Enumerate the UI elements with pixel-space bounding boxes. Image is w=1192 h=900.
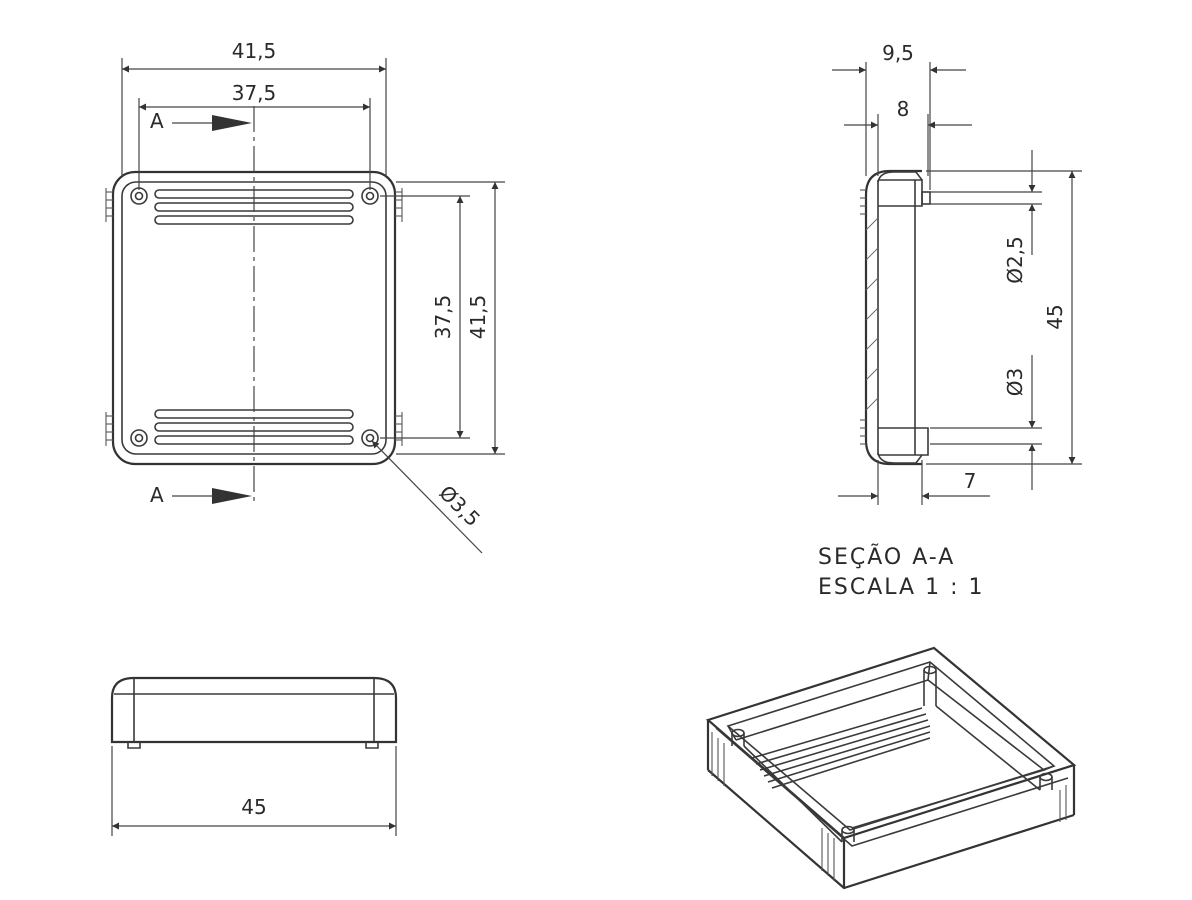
dim-section-bottom: 7 — [838, 460, 990, 505]
svg-text:8: 8 — [897, 97, 910, 121]
dim-section-hole-large: Ø3 — [930, 355, 1042, 490]
svg-text:45: 45 — [1043, 304, 1067, 329]
corner-holes — [130, 187, 379, 447]
hole-bottom-right — [361, 429, 379, 447]
svg-text:Ø3,5: Ø3,5 — [434, 481, 485, 532]
dim-section-height: 45 — [926, 170, 1082, 465]
right-grip-notches — [395, 188, 403, 446]
dim-width-inner: 37,5 — [138, 81, 371, 190]
svg-text:7: 7 — [964, 469, 977, 493]
svg-text:9,5: 9,5 — [882, 41, 914, 65]
isometric-view — [705, 646, 1077, 890]
dim-width-outer: 41,5 — [121, 39, 387, 176]
hole-top-right — [361, 187, 379, 205]
dim-side-length: 45 — [111, 746, 397, 836]
front-view-inner-outline — [121, 181, 387, 455]
hole-bottom-left — [130, 429, 148, 447]
dim-section-depth-inner: 8 — [844, 97, 972, 176]
front-view: A A 41,5 37,5 37,5 — [105, 39, 505, 554]
dim-height-inner: 37,5 — [380, 195, 470, 439]
section-label-top: A — [150, 109, 164, 133]
svg-text:41,5: 41,5 — [466, 295, 490, 340]
dim-section-hole-small: Ø2,5 — [930, 150, 1042, 284]
hole-top-left — [130, 187, 148, 205]
iso-rim-outer — [705, 646, 1077, 840]
section-hatch — [865, 217, 879, 411]
section-label-bottom: A — [150, 483, 164, 507]
side-view-outline — [110, 676, 398, 744]
section-arrow-bottom — [212, 488, 252, 504]
svg-text:37,5: 37,5 — [431, 295, 455, 340]
section-view: 9,5 8 45 Ø2,5 — [818, 41, 1082, 600]
iso-vent-slots — [751, 707, 931, 789]
left-grip-notches — [105, 188, 113, 446]
svg-text:37,5: 37,5 — [232, 81, 277, 105]
section-caption-scale: ESCALA 1 : 1 — [818, 575, 984, 600]
section-arrow-top — [212, 115, 252, 131]
dim-hole-diameter: Ø3,5 — [371, 440, 485, 554]
svg-text:45: 45 — [241, 795, 266, 819]
section-caption-title: SEÇÃO A-A — [818, 543, 955, 570]
dim-section-depth-total: 9,5 — [832, 41, 966, 190]
svg-text:41,5: 41,5 — [232, 39, 277, 63]
dim-height-outer: 41,5 — [396, 181, 505, 455]
side-view: 45 — [110, 676, 398, 836]
svg-text:Ø3: Ø3 — [1003, 368, 1027, 396]
section-outer-profile — [864, 169, 922, 466]
svg-text:Ø2,5: Ø2,5 — [1003, 236, 1027, 284]
